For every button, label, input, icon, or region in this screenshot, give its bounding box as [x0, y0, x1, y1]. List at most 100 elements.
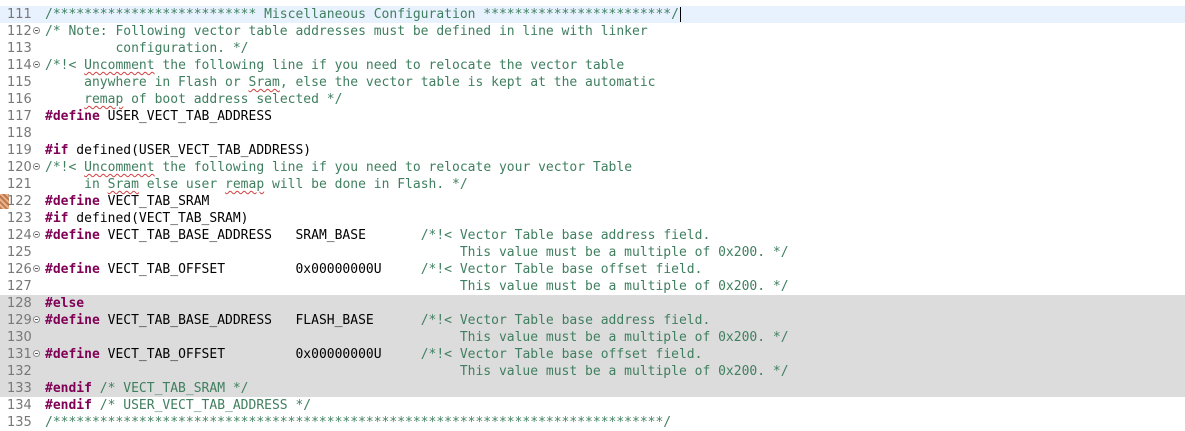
comment-token: /*!< [45, 160, 85, 175]
annotation-marker-icon[interactable] [0, 194, 9, 209]
code-line[interactable]: 121 in Sram else user remap will be done… [0, 176, 1185, 193]
code-line[interactable]: 134#endif /* USER_VECT_TAB_ADDRESS */ [0, 397, 1185, 414]
code-line[interactable]: 132 This value must be a multiple of 0x2… [0, 363, 1185, 380]
keyword-token: #define [45, 347, 100, 362]
line-number: 118 [7, 126, 32, 141]
code-line[interactable]: 126#define VECT_TAB_OFFSET 0x00000000U /… [0, 261, 1185, 278]
code-line[interactable]: 127 This value must be a multiple of 0x2… [0, 278, 1185, 295]
code-line[interactable]: 125 This value must be a multiple of 0x2… [0, 244, 1185, 261]
fold-toggle-icon[interactable] [33, 265, 40, 272]
comment-token: /* VECT_TAB_SRAM */ [91, 381, 249, 396]
code-text: #define VECT_TAB_OFFSET 0x00000000U /*!<… [45, 346, 702, 363]
code-text: /*!< Uncomment the following line if you… [45, 57, 624, 74]
code-line[interactable]: 128#else [0, 295, 1185, 312]
keyword-token: #endif [45, 398, 92, 413]
code-token: VECT_TAB_BASE_ADDRESS SRAM_BASE [99, 228, 421, 243]
keyword-token: #define [45, 313, 100, 328]
code-line[interactable]: 116 remap of boot address selected */ [0, 91, 1185, 108]
code-line[interactable]: 114/*!< Uncomment the following line if … [0, 57, 1185, 74]
line-number: 111 [7, 7, 32, 22]
code-text: /************************** Miscellaneou… [45, 6, 679, 23]
comment-token: This value must be a multiple of 0x200. … [45, 330, 789, 345]
code-text: in Sram else user remap will be done in … [45, 176, 468, 193]
code-line[interactable]: 123#if defined(VECT_TAB_SRAM) [0, 210, 1185, 227]
code-line[interactable]: 120 /*!< Uncomment the following line if … [0, 159, 1185, 176]
line-number: 119 [7, 143, 32, 158]
code-text: #if defined(VECT_TAB_SRAM) [45, 210, 249, 227]
code-text: #define USER_VECT_TAB_ADDRESS [45, 108, 272, 125]
keyword-token: #if [45, 211, 69, 226]
line-number: 120 [7, 160, 32, 175]
comment-token: /***************************************… [45, 415, 672, 430]
comment-token: Uncomment [84, 58, 155, 73]
code-text: #define VECT_TAB_SRAM [45, 193, 209, 210]
line-number: 129 [7, 313, 32, 328]
code-line[interactable]: 112 /* Note: Following vector table addre… [0, 23, 1185, 40]
comment-token: configuration. */ [45, 41, 249, 56]
code-text: #endif /* USER_VECT_TAB_ADDRESS */ [45, 397, 311, 414]
code-token: VECT_TAB_OFFSET 0x00000000U [99, 347, 421, 362]
code-line[interactable]: 135 /************************************… [0, 414, 1185, 431]
code-line[interactable]: 118 [0, 125, 1185, 142]
code-token: defined(USER_VECT_TAB_ADDRESS) [68, 143, 312, 158]
code-text: #if defined(USER_VECT_TAB_ADDRESS) [45, 142, 311, 159]
code-text: anywhere in Flash or Sram, else the vect… [45, 74, 655, 91]
keyword-token: #define [45, 228, 100, 243]
line-number: 117 [7, 109, 32, 124]
code-text: /* Note: Following vector table addresse… [45, 23, 648, 40]
line-number: 132 [7, 364, 32, 379]
code-line[interactable]: 113 configuration. */ [0, 40, 1185, 57]
comment-token: /*!< Vector Table base address field. [420, 228, 711, 243]
code-text: /*!< Uncomment the following line if you… [45, 159, 632, 176]
code-line[interactable]: 111 /************************** Miscellan… [0, 6, 1185, 23]
line-number: 125 [7, 245, 32, 260]
line-number: 130 [7, 330, 32, 345]
code-token: VECT_TAB_OFFSET 0x00000000U [99, 262, 421, 277]
fold-toggle-icon[interactable] [33, 27, 40, 34]
code-text: remap of boot address selected */ [45, 91, 342, 108]
comment-token: in [45, 177, 108, 192]
line-number: 115 [7, 75, 32, 90]
comment-token: This value must be a multiple of 0x200. … [45, 245, 789, 260]
code-text: This value must be a multiple of 0x200. … [45, 363, 789, 380]
code-line[interactable]: 119 #if defined(USER_VECT_TAB_ADDRESS) [0, 142, 1185, 159]
code-line[interactable]: 133#endif /* VECT_TAB_SRAM */ [0, 380, 1185, 397]
comment-token: remap [84, 92, 124, 107]
line-number: 121 [7, 177, 32, 192]
line-number: 127 [7, 279, 32, 294]
code-text: #endif /* VECT_TAB_SRAM */ [45, 380, 249, 397]
code-line[interactable]: 124#define VECT_TAB_BASE_ADDRESS SRAM_BA… [0, 227, 1185, 244]
code-line[interactable]: 130 This value must be a multiple of 0x2… [0, 329, 1185, 346]
line-number: 116 [7, 92, 32, 107]
fold-toggle-icon[interactable] [33, 231, 40, 238]
code-line[interactable]: 117 #define USER_VECT_TAB_ADDRESS [0, 108, 1185, 125]
code-line[interactable]: 129#define VECT_TAB_BASE_ADDRESS FLASH_B… [0, 312, 1185, 329]
comment-token: remap [225, 177, 265, 192]
line-number: 112 [7, 24, 32, 39]
comment-token: This value must be a multiple of 0x200. … [45, 364, 789, 379]
code-line[interactable]: 115 anywhere in Flash or Sram, else the … [0, 74, 1185, 91]
comment-token: will be done in Flash. */ [264, 177, 468, 192]
fold-toggle-icon[interactable] [33, 316, 40, 323]
comment-token: /*!< Vector Table base offset field. [420, 347, 703, 362]
fold-toggle-icon[interactable] [33, 163, 40, 170]
keyword-token: #define [45, 262, 100, 277]
line-number: 122 [7, 194, 32, 209]
comment-token: /************************** Miscellaneou… [45, 7, 679, 22]
code-token: defined(VECT_TAB_SRAM) [68, 211, 249, 226]
comment-token: /*!< Vector Table base offset field. [420, 262, 703, 277]
fold-toggle-icon[interactable] [33, 350, 40, 357]
comment-token: Sram [107, 177, 139, 192]
fold-toggle-icon[interactable] [33, 61, 40, 68]
code-line[interactable]: 131 #define VECT_TAB_OFFSET 0x00000000U /… [0, 346, 1185, 363]
code-token: USER_VECT_TAB_ADDRESS [99, 109, 272, 124]
code-text: This value must be a multiple of 0x200. … [45, 278, 789, 295]
code-line[interactable]: 122 #define VECT_TAB_SRAM [0, 193, 1185, 210]
line-number: 135 [7, 415, 32, 430]
text-caret [679, 7, 681, 22]
line-number: 131 [7, 347, 32, 362]
code-text: #define VECT_TAB_BASE_ADDRESS SRAM_BASE … [45, 227, 710, 244]
keyword-token: #endif [45, 381, 92, 396]
keyword-token: #define [45, 194, 100, 209]
